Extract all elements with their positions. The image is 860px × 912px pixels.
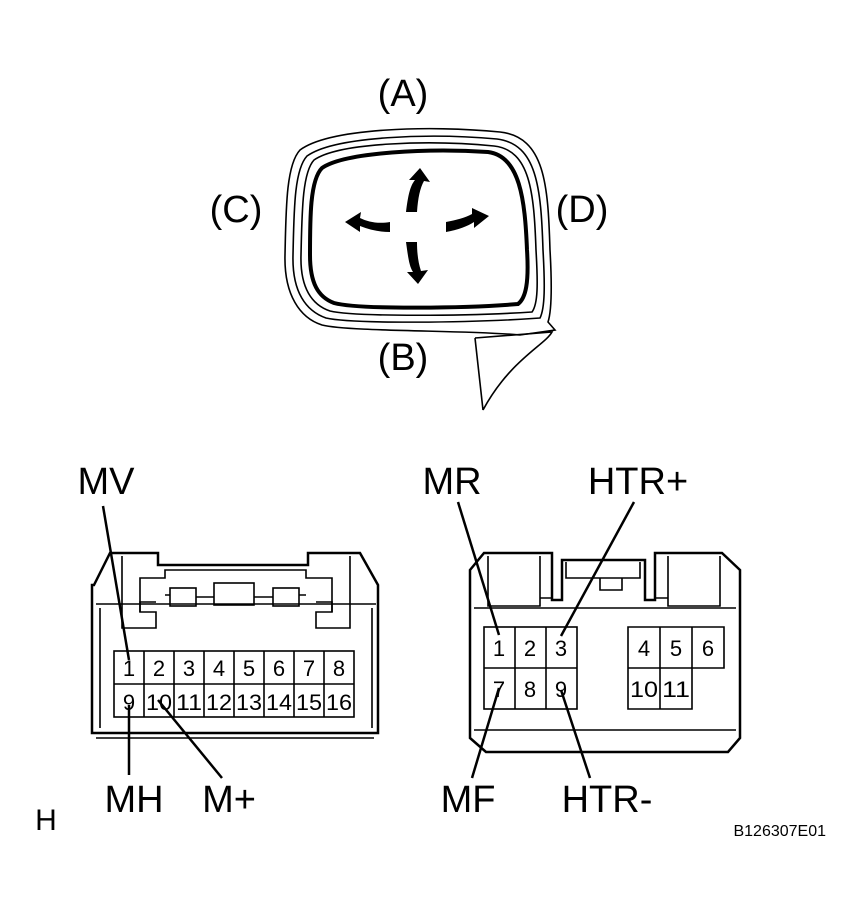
leader-htr-minus <box>559 689 592 779</box>
pin-r11: 11 <box>662 677 690 702</box>
pin-2: 2 <box>153 656 165 681</box>
pin-grid-right-a: 1 2 3 7 8 9 <box>483 626 578 710</box>
tilt-right-arrow-icon <box>446 208 489 232</box>
pin-grid-left: 1 2 3 4 5 6 7 8 9 10 11 12 13 14 15 16 <box>113 650 355 718</box>
leader-mplus <box>157 699 223 779</box>
tilt-left-arrow-icon <box>345 212 390 232</box>
pin-12: 12 <box>206 690 232 715</box>
pin-4: 4 <box>213 656 225 681</box>
pin-16: 16 <box>326 690 352 715</box>
pin-5: 5 <box>243 656 255 681</box>
pin-r5: 5 <box>670 636 682 661</box>
pin-6: 6 <box>273 656 285 681</box>
leader-mv <box>101 505 131 661</box>
pin-3: 3 <box>183 656 195 681</box>
label-mf: MF <box>441 779 496 821</box>
label-d: (D) <box>556 189 609 231</box>
pin-8: 8 <box>333 656 345 681</box>
pin-r8: 8 <box>524 677 536 702</box>
pin-1: 1 <box>123 656 135 681</box>
label-b: (B) <box>378 337 429 379</box>
pin-r4: 4 <box>638 636 650 661</box>
label-htr-plus: HTR+ <box>588 461 688 503</box>
pin-r2: 2 <box>524 636 536 661</box>
leader-htr-plus <box>559 501 636 637</box>
leader-mf <box>470 687 501 779</box>
label-mr: MR <box>422 461 481 503</box>
pin-15: 15 <box>296 690 322 715</box>
figure-code: B126307E01 <box>733 823 826 840</box>
connector-id: H <box>35 804 57 837</box>
pin-11: 11 <box>176 690 202 715</box>
pin-grid-right-b: 4 5 6 10 11 <box>627 626 725 710</box>
pin-r6: 6 <box>702 636 714 661</box>
label-mv: MV <box>78 461 136 503</box>
connector-left: 1 2 3 4 5 6 7 8 9 10 11 12 13 14 15 16 M… <box>78 461 380 821</box>
label-c: (C) <box>210 189 263 231</box>
pin-r10: 10 <box>630 677 658 702</box>
outer-mirror-illustration: (A) (B) (C) (D) <box>210 73 609 411</box>
connector-right: 1 2 3 7 8 9 4 5 6 10 11 MR HTR+ MF HTR- <box>422 461 742 821</box>
pin-9: 9 <box>123 690 135 715</box>
pin-r3: 3 <box>555 636 567 661</box>
label-mplus: M+ <box>202 779 256 821</box>
label-a: (A) <box>378 73 429 115</box>
pin-13: 13 <box>236 690 262 715</box>
tilt-up-arrow-icon <box>406 168 430 212</box>
pin-r9: 9 <box>555 677 567 702</box>
label-htr-minus: HTR- <box>562 779 653 821</box>
pin-7: 7 <box>303 656 315 681</box>
tilt-down-arrow-icon <box>406 242 428 284</box>
pin-14: 14 <box>266 690 292 715</box>
leader-mr <box>456 501 501 636</box>
label-mh: MH <box>104 779 163 821</box>
pin-r1: 1 <box>493 636 505 661</box>
